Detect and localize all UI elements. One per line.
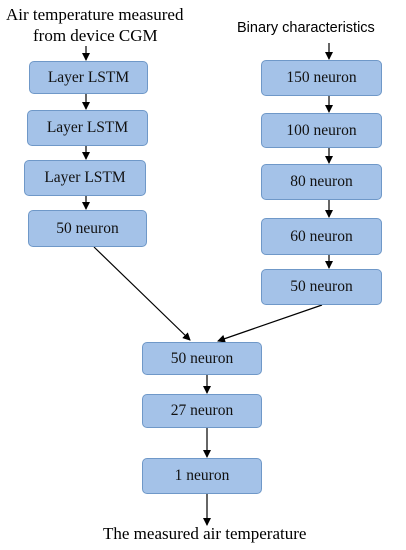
right-neuron-box-2: 100 neuron <box>261 113 382 148</box>
output-label: The measured air temperature <box>103 524 307 543</box>
right-input-label: Binary characteristics <box>237 20 375 36</box>
left-neuron-box: 50 neuron <box>28 210 147 247</box>
merge-neuron-box-3: 1 neuron <box>142 458 262 494</box>
merge-neuron-box-1: 50 neuron <box>142 342 262 375</box>
left-layer-box-3: Layer LSTM <box>24 160 146 196</box>
right-neuron-box-5: 50 neuron <box>261 269 382 305</box>
left-layer-box-1: Layer LSTM <box>29 61 148 94</box>
arrow-right-to-merge <box>217 304 323 343</box>
merge-neuron-box-2: 27 neuron <box>142 394 262 428</box>
right-neuron-box-3: 80 neuron <box>261 164 382 200</box>
left-layer-box-2: Layer LSTM <box>27 110 148 146</box>
right-neuron-box-1: 150 neuron <box>261 60 382 96</box>
left-input-label-line1: Air temperature measured <box>6 5 184 24</box>
arrow-left-to-merge <box>93 246 191 341</box>
right-neuron-box-4: 60 neuron <box>261 218 382 255</box>
left-input-label-line2: from device CGM <box>33 26 158 45</box>
